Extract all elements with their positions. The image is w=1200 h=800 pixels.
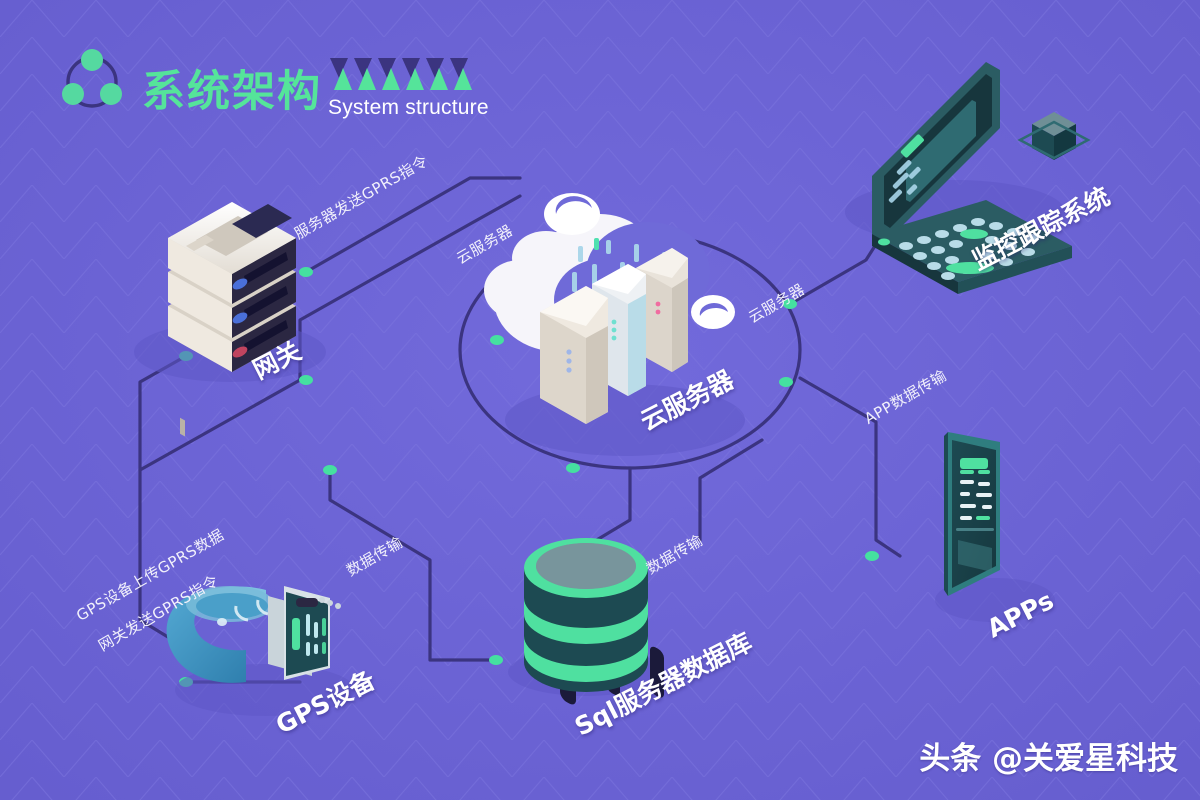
cloud-puff-right xyxy=(691,295,735,329)
path-cloud-right-down xyxy=(698,438,764,542)
cloud-servers-icon xyxy=(484,193,735,705)
zigzag-triangles-decoration: System structure xyxy=(328,56,489,119)
floating-cube-icon xyxy=(1017,112,1091,160)
page-title: 系统架构 xyxy=(142,67,322,117)
path-cloud-to-db xyxy=(588,466,632,546)
cloud-puff-small xyxy=(544,193,600,235)
laptop-icon xyxy=(872,62,1091,294)
watermark: 头条 @关爱星科技 xyxy=(919,741,1178,777)
path-db-to-left xyxy=(328,468,498,662)
smartphone-icon xyxy=(944,432,1000,596)
path-cloud-to-apps xyxy=(798,376,902,558)
page-subtitle: System structure xyxy=(328,96,489,119)
smartwatch-icon xyxy=(166,586,341,683)
path-server-command xyxy=(304,176,522,274)
three-node-network-icon xyxy=(62,49,122,108)
database-cylinder-icon xyxy=(524,538,648,692)
server-stack-icon xyxy=(168,202,296,437)
page-header: 系统架构 System structure xyxy=(56,48,489,119)
